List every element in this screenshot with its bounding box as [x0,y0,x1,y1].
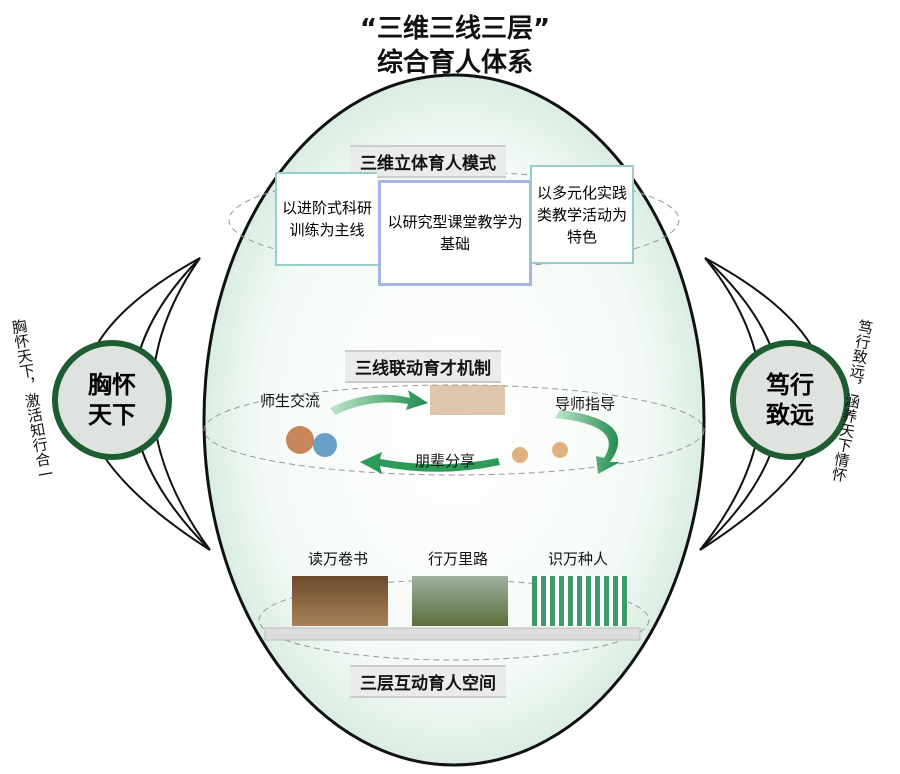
arrow-top [330,390,428,415]
bookshelf-image [292,576,388,626]
section-header-3lines: 三线联动育才机制 [345,350,501,383]
label-mentor: 导师指导 [555,395,616,413]
label-peer: 朋辈分享 [415,452,476,470]
label-read: 读万卷书 [307,550,368,568]
circle-right: 笃行致远 [730,340,850,460]
circle-left: 胸怀天下 [52,340,172,460]
panel-classroom: 以研究型课堂教学为基础 [378,180,532,286]
arrow-bottom [360,452,500,474]
dialogue-person-icon [512,447,528,463]
lecture-icon [430,385,505,415]
circle-right-text: 笃行致远 [766,371,814,429]
crowd-image [532,576,628,626]
people-icon [313,433,337,457]
arrow-right [555,410,620,474]
people-icon [286,426,314,454]
panel-research: 以进阶式科研训练为主线 [275,172,377,266]
road-image [412,576,508,626]
title-line1: “三维三线三层” [359,14,551,44]
label-people: 识万种人 [547,550,608,568]
label-teacher-student: 师生交流 [260,392,321,410]
panel-practice: 以多元化实践类教学活动为特色 [530,165,634,264]
dialogue-person-icon [552,442,568,458]
title-line2: 综合育人体系 [376,48,533,78]
section-header-3layers: 三层互动育人空间 [350,665,506,698]
platform [264,627,641,641]
circle-left-text: 胸怀天下 [88,371,136,429]
label-travel: 行万里路 [427,550,488,568]
